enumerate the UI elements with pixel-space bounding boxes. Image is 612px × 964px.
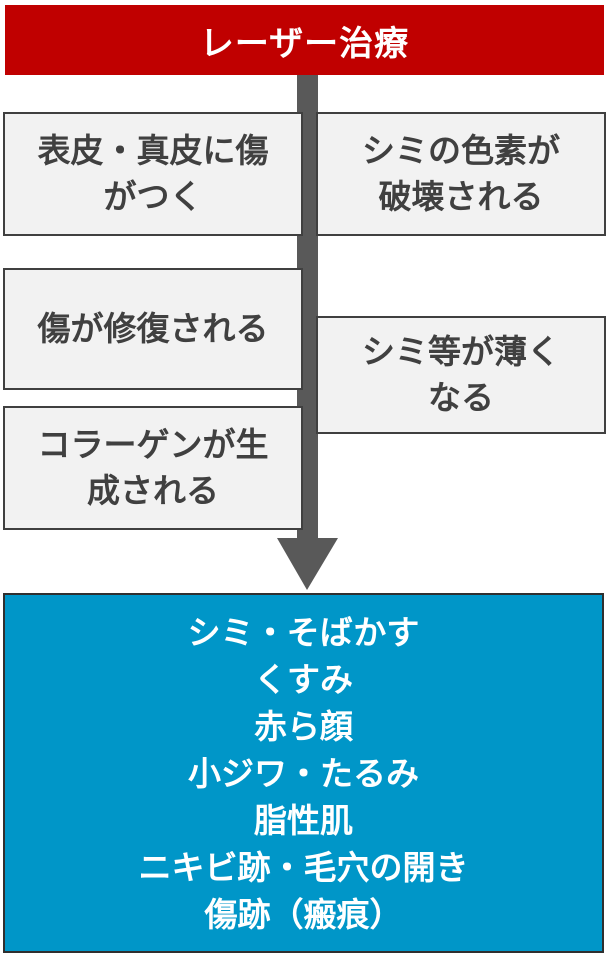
arrow-head (277, 538, 338, 590)
title-text: レーザー治療 (199, 23, 410, 64)
result-item: 小ジワ・たるみ (188, 753, 419, 793)
step-pigment-destroyed: シミの色素が破壊される (316, 112, 606, 236)
result-item: 脂性肌 (254, 800, 353, 840)
result-item: 傷跡（瘢痕） (204, 894, 403, 934)
step-wound-repair-text: 傷が修復される (37, 309, 269, 348)
step-spots-fade: シミ等が薄くなる (316, 316, 606, 434)
step-collagen: コラーゲンが生成される (3, 406, 303, 530)
step-wound-repair: 傷が修復される (3, 268, 303, 390)
step-skin-damage-text: 表皮・真皮に傷がつく (37, 131, 269, 216)
step-pigment-destroyed-text: シミの色素が破壊される (362, 131, 560, 216)
step-collagen-text: コラーゲンが生成される (37, 425, 269, 510)
results-box: シミ・そばかす くすみ 赤ら顔 小ジワ・たるみ 脂性肌 ニキビ跡・毛穴の開き 傷… (3, 593, 604, 953)
result-item: 赤ら顔 (254, 706, 353, 746)
result-item: くすみ (254, 659, 353, 699)
result-item: シミ・そばかす (187, 612, 420, 652)
step-spots-fade-text: シミ等が薄くなる (362, 332, 560, 417)
title-bar: レーザー治療 (5, 5, 604, 75)
step-skin-damage: 表皮・真皮に傷がつく (3, 112, 303, 236)
result-item: ニキビ跡・毛穴の開き (138, 847, 469, 887)
